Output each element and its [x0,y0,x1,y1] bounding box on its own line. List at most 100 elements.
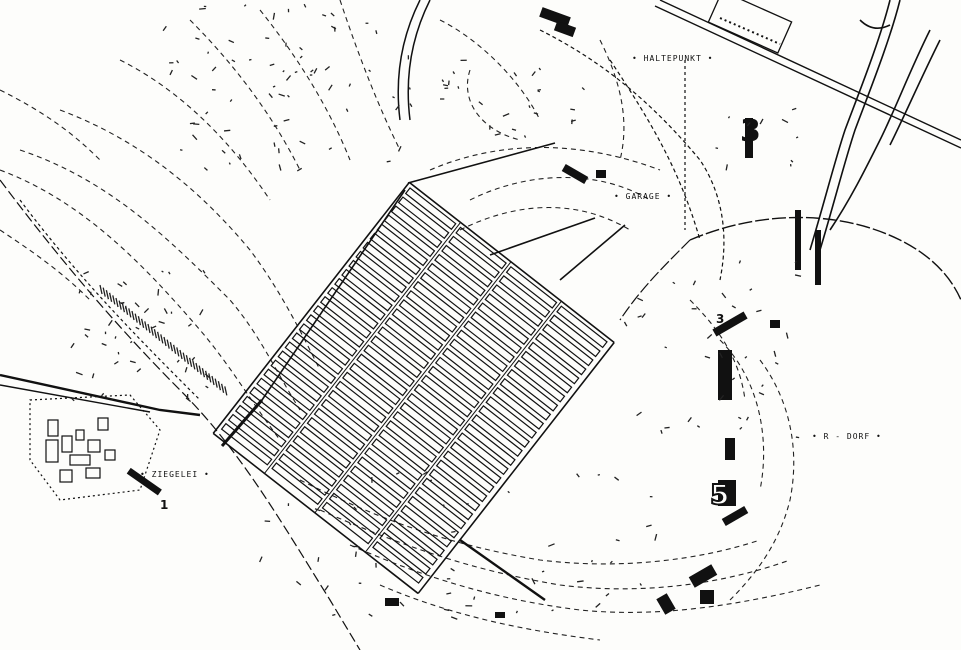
terrain-mark [313,67,318,74]
terrain-mark [187,323,192,327]
terrain-mark [654,533,658,541]
terrain-mark [368,613,373,617]
building [815,230,821,285]
barrack-block [271,462,323,506]
terrain-mark [581,87,585,91]
hatch-mark [124,305,129,315]
terrain-mark [101,342,107,346]
barrack-block [292,434,345,478]
hatch-mark [156,331,161,341]
terrain-mark [282,70,285,73]
terrain-mark [450,616,458,620]
terrain-mark [368,69,371,73]
hatch-mark [134,313,138,323]
barrack-block [441,347,494,391]
building [725,438,735,460]
terrain-mark [113,360,119,365]
barrack-block [364,447,416,491]
terrain-mark [426,550,430,554]
hatch-mark [144,321,148,331]
terrain-mark [576,473,580,478]
hatch-mark [217,381,222,391]
barrack-block [312,304,365,348]
barrack-block [419,271,472,315]
terrain-mark [228,39,235,44]
terrain-mark [759,118,764,125]
contour-line [259,9,351,161]
barrack-block [434,253,486,297]
terrain-mark [107,319,113,326]
building [795,210,801,270]
terrain-mark [328,147,333,150]
terrain-mark [609,560,613,564]
label-ziegelei: • ZIEGELEI • [140,470,210,479]
camp-street [212,432,419,595]
terrain-mark [692,280,697,286]
barrack-block [477,302,530,346]
terrain-mark [641,313,646,318]
barrack-block [305,314,358,357]
hatch-mark [204,370,209,380]
terrain-mark [168,271,171,275]
barrack-block [369,232,422,276]
barrack-block [412,280,465,324]
terrain-mark [541,570,545,573]
terrain-mark [229,99,233,103]
terrain-mark [758,391,765,396]
terrain-mark [664,426,670,429]
terrain-mark [199,7,206,10]
barrack-block [441,244,493,288]
hatch-mark [160,334,164,344]
terrain-mark [528,105,531,109]
terrain-mark [268,93,273,99]
barrack-block [428,468,481,512]
barrack-block [448,235,500,279]
camp-lane [264,222,461,474]
terrain-mark [223,129,231,132]
hatch-mark [150,326,154,336]
hatch-mark [169,342,174,352]
contour-line [339,0,401,151]
barrack-block [397,196,450,240]
terrain-mark [273,124,278,128]
terrain-mark [531,578,536,585]
building [700,590,714,604]
terrain-mark [129,360,136,364]
terrain-mark [101,392,105,397]
terrain-mark [533,112,539,115]
barrack-block [349,362,401,406]
terrain-mark [466,502,469,506]
hatch-mark [220,383,225,393]
terrain-mark [176,359,180,363]
terrain-mark [211,66,217,72]
barrack-block [399,401,452,445]
terrain-mark [269,63,275,67]
terrain-mark [687,416,692,423]
terrain-mark [285,75,292,81]
terrain-mark [576,580,584,583]
barrack-block [278,453,330,497]
railway [654,0,961,149]
camp-fence [220,142,626,601]
terrain-mark [538,67,542,71]
terrain-mark [203,167,208,171]
label-haltepunkt: • HALTEPUNKT • [632,54,714,63]
barrack-block [355,250,407,294]
terrain-mark [205,111,209,115]
terrain-mark [176,60,180,64]
barrack-block [348,259,400,303]
hatch-mark [214,378,218,388]
barrack-block [455,226,507,270]
contour-line [59,109,321,371]
barrack-block [383,214,436,258]
building [656,593,676,615]
terrain-mark [231,59,236,63]
terrain-mark [78,290,81,294]
barrack-block [420,374,473,418]
barrack-block [234,404,287,448]
station-platform [707,0,793,54]
building [745,118,753,158]
terrain-mark [199,309,204,316]
terrain-mark [443,608,450,612]
contour-line [349,544,821,613]
